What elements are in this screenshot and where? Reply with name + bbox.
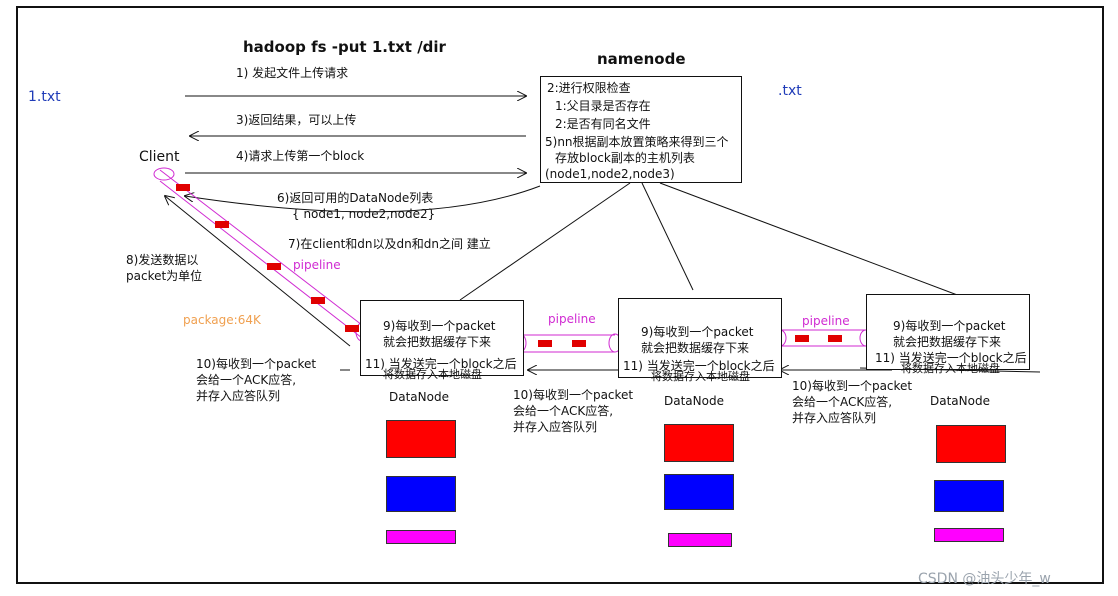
dn3-step11: 11) 当发送完一个block之后 xyxy=(875,351,1027,365)
command-text: hadoop fs -put 1.txt /dir xyxy=(243,38,446,56)
dn1-block-magenta xyxy=(386,530,456,544)
ack-3-line-3: 并存入应答队列 xyxy=(792,411,877,425)
datanode-1-box: 9)每收到一个packet 就会把数据缓存下来 11) 当发送完一个block之… xyxy=(360,300,524,381)
ack-3-line-1: 10)每收到一个packet xyxy=(792,379,913,393)
left-file-label: 1.txt xyxy=(28,89,61,105)
step-4-text: 4)请求上传第一个block xyxy=(236,149,365,163)
datanode-2-box: 9)每收到一个packet 就会把数据缓存下来 11) 当发送完一个block之… xyxy=(618,298,782,383)
packet-2 xyxy=(215,221,229,228)
nn-to-dn3 xyxy=(659,182,961,297)
datanode-3-box: 9)每收到一个packet 就会把数据缓存下来 11) 当发送完一个block之… xyxy=(866,294,1030,375)
step-3-text: 3)返回结果，可以上传 xyxy=(236,113,357,127)
datanode-1-label: DataNode xyxy=(389,390,449,404)
dn2-step11-detail: 将数据存入本地磁盘 xyxy=(651,370,750,383)
pipeline-label-dn2-dn3: pipeline xyxy=(802,314,850,328)
step-8-unit: packet为单位 xyxy=(126,269,203,283)
arrow-return-datanodes xyxy=(185,185,541,213)
dn3-block-blue xyxy=(934,480,1004,512)
dn2-block-red xyxy=(664,424,734,462)
packet-6 xyxy=(538,340,552,347)
ack-2-line-3: 并存入应答队列 xyxy=(513,420,598,434)
dn1-block-blue xyxy=(386,476,456,512)
nn-to-dn1 xyxy=(459,182,631,301)
watermark: CSDN @油头少年_w xyxy=(918,571,1051,587)
client-label: Client xyxy=(139,149,180,165)
ack-1-line-2: 会给一个ACK应答, xyxy=(196,373,297,387)
pipeline-label-dn1-dn2: pipeline xyxy=(548,312,596,326)
step-6-text: 6)返回可用的DataNode列表 xyxy=(277,191,434,205)
dn2-block-magenta xyxy=(668,533,732,547)
arrow-send-packet xyxy=(165,196,351,347)
packet-1 xyxy=(176,184,190,191)
namenode-box: 2:进行权限检查 1:父目录是否存在 2:是否有同名文件 5)nn根据副本放置策… xyxy=(540,76,742,183)
nn-line-4: 5)nn根据副本放置策略来得到三个 xyxy=(545,135,729,149)
ack-1-line-1: 10)每收到一个packet xyxy=(196,357,317,371)
dn3-block-red xyxy=(936,425,1006,463)
right-file-label: .txt xyxy=(778,83,802,99)
packet-3 xyxy=(267,263,281,270)
nn-line-3: 2:是否有同名文件 xyxy=(555,117,651,131)
dn1-step9-detail: 就会把数据缓存下来 xyxy=(383,335,492,349)
packet-8 xyxy=(795,335,809,342)
package-size-label: package:64K xyxy=(183,313,261,327)
pipeline-label-client: pipeline xyxy=(293,258,341,272)
nn-line-2: 1:父目录是否存在 xyxy=(555,99,651,113)
dn3-step11-detail: 将数据存入本地磁盘 xyxy=(901,362,1000,375)
pipeline-tube-top xyxy=(159,169,363,326)
ack-3-line-2: 会给一个ACK应答, xyxy=(792,395,893,409)
dn1-step11-detail: 将数据存入本地磁盘 xyxy=(383,368,482,381)
packet-4 xyxy=(311,297,325,304)
dn1-step11: 11) 当发送完一个block之后 xyxy=(365,357,517,371)
ack-2-line-2: 会给一个ACK应答, xyxy=(513,404,614,418)
packet-9 xyxy=(828,335,842,342)
nn-to-dn2 xyxy=(641,182,694,291)
dn2-step9: 9)每收到一个packet xyxy=(641,325,754,339)
datanode-2-label: DataNode xyxy=(664,394,724,408)
ack-2-line-1: 10)每收到一个packet xyxy=(513,388,634,402)
dn3-block-magenta xyxy=(934,528,1004,542)
step-1-text: 1) 发起文件上传请求 xyxy=(236,66,349,80)
dn3-step9: 9)每收到一个packet xyxy=(893,319,1006,333)
dn2-step9-detail: 就会把数据缓存下来 xyxy=(641,341,750,355)
nn-line-5: 存放block副本的主机列表 xyxy=(555,151,695,165)
step-6-nodes: { node1, node2,node2} xyxy=(292,207,436,221)
dn1-block-red xyxy=(386,420,456,458)
nn-line-6: (node1,node2,node3) xyxy=(545,167,675,181)
nn-line-1: 2:进行权限检查 xyxy=(547,81,631,95)
diagram-frame xyxy=(16,6,1104,584)
pipeline-tube-bottom xyxy=(159,180,363,339)
step-8-text: 8)发送数据以 xyxy=(126,253,199,267)
ack-1-line-3: 并存入应答队列 xyxy=(196,389,281,403)
packet-7 xyxy=(572,340,586,347)
client-pipe-end xyxy=(153,167,175,181)
namenode-title: namenode xyxy=(597,50,686,68)
dn1-step9: 9)每收到一个packet xyxy=(383,319,496,333)
dn2-step11: 11) 当发送完一个block之后 xyxy=(623,359,775,373)
packet-5 xyxy=(345,325,359,332)
dn3-step9-detail: 就会把数据缓存下来 xyxy=(893,335,1002,349)
datanode-3-label: DataNode xyxy=(930,394,990,408)
step-7-text: 7)在client和dn以及dn和dn之间 建立 xyxy=(288,237,491,251)
dn2-block-blue xyxy=(664,474,734,510)
